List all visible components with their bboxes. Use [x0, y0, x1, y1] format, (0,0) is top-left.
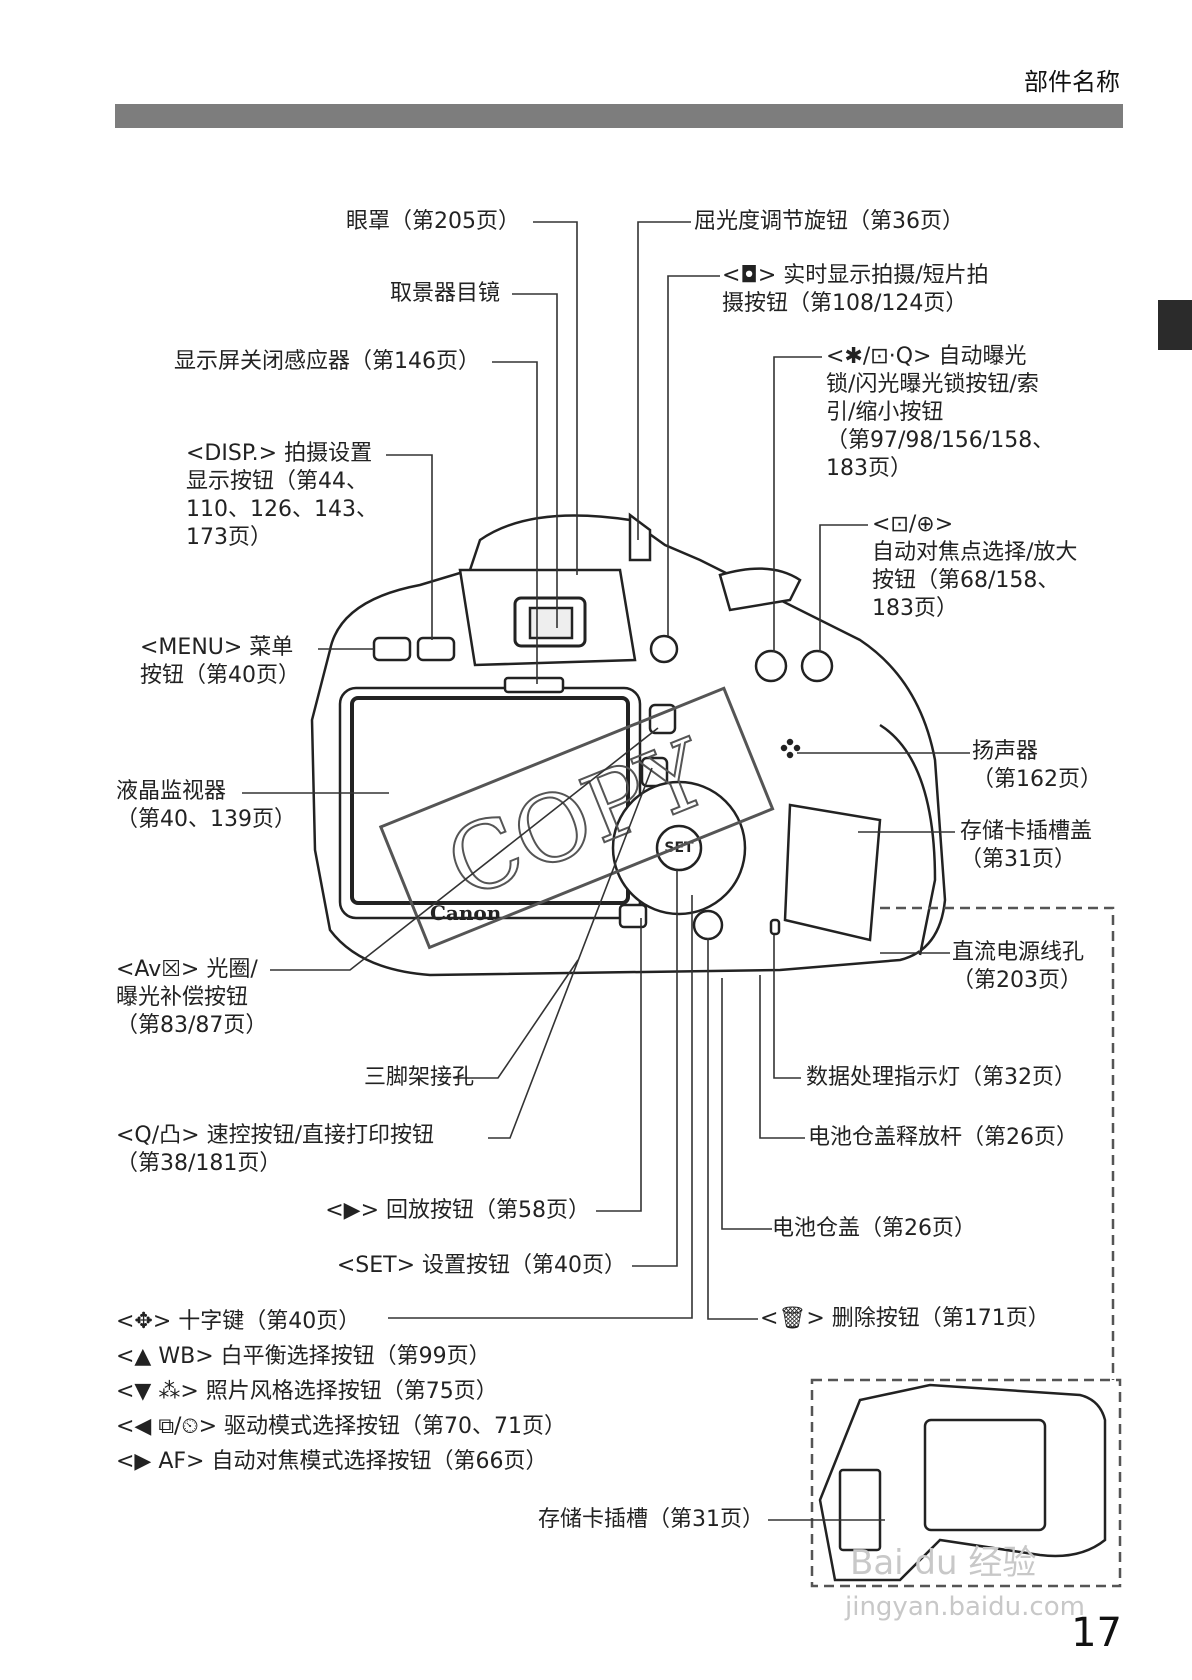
label-menu-button: <MENU> 菜单按钮（第40页） — [140, 635, 300, 688]
chapter-tab — [1158, 300, 1192, 350]
label-eyecup: 眼罩（第205页） — [346, 209, 520, 234]
label-erase-button: <🗑> 删除按钮（第171页） — [760, 1306, 1050, 1331]
label-dioptric-knob: 屈光度调节旋钮（第36页） — [694, 209, 964, 234]
label-speaker: 扬声器（第162页） — [972, 739, 1102, 792]
section-title: 部件名称 — [1024, 68, 1120, 96]
watermark-url: jingyan.baidu.com — [845, 1592, 1085, 1622]
label-card-slot: 存储卡插槽（第31页） — [538, 1507, 764, 1532]
canon-logo: Canon — [430, 901, 502, 925]
header-bar — [115, 104, 1123, 128]
label-display-off-sensor: 显示屏关闭感应器（第146页） — [174, 349, 480, 374]
card-slot-drawing — [818, 1383, 1107, 1582]
label-battery-cover: 电池仓盖（第26页） — [772, 1216, 976, 1241]
label-af-point-button: <⊡/⊕>自动对焦点选择/放大 按钮（第68/158、183页） — [872, 512, 1078, 621]
watermark-logo: Bai du 经验 — [850, 1543, 1037, 1583]
label-card-slot-cover: 存储卡插槽盖（第31页） — [960, 819, 1093, 872]
label-viewfinder-eyepiece: 取景器目镜 — [389, 281, 500, 306]
label-live-view-button: <◘> 实时显示拍摄/短片拍摄按钮（第108/124页） — [722, 263, 989, 316]
label-set-button: <SET> 设置按钮（第40页） — [336, 1253, 626, 1278]
label-q-button: <Q/凸> 速控按钮/直接打印按钮（第38/181页） — [116, 1123, 435, 1176]
label-disp-button: <DISP.> 拍摄设置显示按钮（第44、 110、126、143、173页） — [186, 441, 378, 550]
label-cross-keys: <✥> 十字键（第40页） <▲ WB> 白平衡选择按钮（第99页） <▼ ⁂>… — [116, 1309, 567, 1474]
label-dc-cord-hole: 直流电源线孔（第203页） — [952, 940, 1085, 993]
label-ae-lock-button: <✱/⊡·Q> 自动曝光锁/闪光曝光锁按钮/索 引/缩小按钮（第97/98/15… — [826, 344, 1055, 481]
card-slot-inset — [810, 1378, 1122, 1588]
label-lcd-monitor: 液晶监视器（第40、139页） — [116, 779, 296, 832]
label-access-lamp: 数据处理指示灯（第32页） — [806, 1065, 1076, 1090]
label-tripod-socket: 三脚架接孔 — [363, 1065, 474, 1090]
page-number: 17 — [1071, 1610, 1122, 1656]
label-av-button: <Av☒> 光圈/曝光补偿按钮（第83/87页） — [116, 957, 268, 1038]
label-battery-lever: 电池仓盖释放杆（第26页） — [808, 1125, 1078, 1150]
leader-lines — [242, 221, 970, 1521]
label-playback-button: <▶> 回放按钮（第58页） — [325, 1198, 590, 1223]
lcd-screen — [350, 696, 630, 905]
camera-body — [310, 512, 947, 977]
